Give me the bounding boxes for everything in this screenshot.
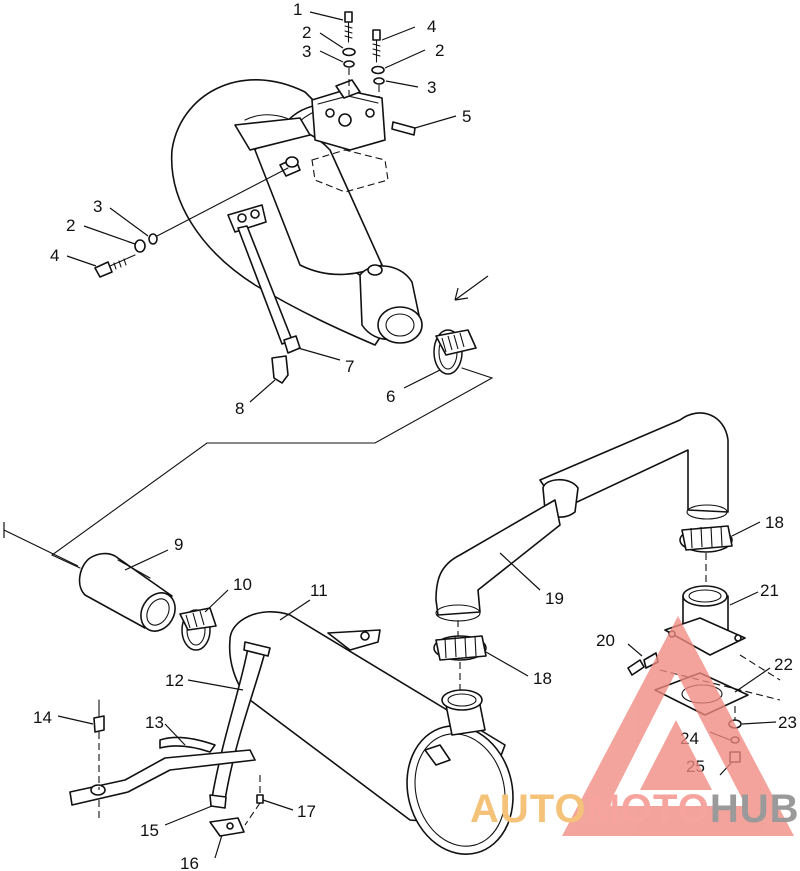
callout-13: 13 bbox=[145, 713, 164, 732]
clamp-18-upper bbox=[679, 525, 733, 553]
watermark-inner-triangle-icon bbox=[640, 720, 712, 790]
bracket-13 bbox=[69, 736, 256, 806]
callout-4: 4 bbox=[50, 246, 59, 265]
clip-16 bbox=[209, 817, 245, 837]
callout-12: 12 bbox=[165, 671, 184, 690]
callout-16: 16 bbox=[180, 854, 199, 871]
callout-1: 1 bbox=[293, 0, 302, 19]
screw-17 bbox=[256, 794, 264, 804]
callout-22: 22 bbox=[774, 655, 793, 674]
washer-2b bbox=[371, 65, 385, 75]
clamp-18-lower bbox=[433, 635, 487, 661]
callout-7: 7 bbox=[345, 357, 354, 376]
leader-lines bbox=[57, 11, 777, 859]
callout-3: 3 bbox=[427, 78, 436, 97]
tailpipe-19 bbox=[435, 412, 729, 622]
callout-9: 9 bbox=[174, 535, 183, 554]
callout-2: 2 bbox=[66, 216, 75, 235]
manifold-flange bbox=[311, 79, 386, 151]
stud-5 bbox=[391, 121, 416, 136]
callout-18: 18 bbox=[765, 513, 784, 532]
pointer-line bbox=[3, 529, 79, 567]
callout-21: 21 bbox=[760, 581, 779, 600]
callout-2: 2 bbox=[435, 41, 444, 60]
washer-2c bbox=[134, 239, 146, 253]
grommet-8 bbox=[271, 355, 289, 384]
callout-20: 20 bbox=[596, 631, 615, 650]
callout-6: 6 bbox=[386, 387, 395, 406]
lockwasher-3b bbox=[373, 77, 385, 85]
callout-4: 4 bbox=[427, 17, 436, 36]
muffler-11 bbox=[228, 611, 514, 856]
lockwasher-3c bbox=[148, 233, 158, 245]
lockwasher-3a bbox=[343, 60, 355, 68]
callout-2: 2 bbox=[302, 23, 311, 42]
direction-arrow bbox=[454, 275, 489, 301]
callout-19: 19 bbox=[545, 589, 564, 608]
watermark-hub: HUB bbox=[710, 787, 800, 831]
watermark-logo bbox=[562, 616, 794, 836]
watermark-auto: AUTO bbox=[470, 787, 587, 831]
callout-11: 11 bbox=[310, 581, 328, 600]
bolt-1 bbox=[344, 11, 353, 43]
watermark-triangle-icon bbox=[562, 616, 794, 836]
pipe-clamp-6 bbox=[433, 329, 477, 375]
callout-23: 23 bbox=[778, 713, 797, 732]
watermark-moto: MOTO bbox=[587, 787, 710, 831]
bolt-4b bbox=[94, 254, 136, 278]
nut-7 bbox=[283, 335, 301, 354]
callout-3: 3 bbox=[302, 42, 311, 61]
callout-numbers: 1 2 3 4 2 3 5 3 2 4 7 6 8 9 10 11 12 13 … bbox=[33, 0, 797, 871]
callout-14: 14 bbox=[33, 708, 52, 727]
callout-5: 5 bbox=[462, 107, 471, 126]
support-bracket bbox=[227, 204, 293, 345]
clamp-10 bbox=[179, 607, 217, 651]
fastener-14 bbox=[93, 699, 105, 733]
callout-17: 17 bbox=[297, 802, 316, 821]
callout-8: 8 bbox=[235, 399, 244, 418]
callout-15: 15 bbox=[140, 821, 159, 840]
assembly-path-line bbox=[50, 367, 494, 569]
callout-18: 18 bbox=[533, 669, 552, 688]
exhaust-pipe-assembly bbox=[170, 79, 423, 346]
callout-10: 10 bbox=[233, 575, 252, 594]
watermark-text: AUTOMOTOHUB bbox=[470, 787, 800, 831]
bolt-4a bbox=[372, 29, 381, 63]
washer-2a bbox=[342, 47, 356, 57]
coupler-9 bbox=[78, 552, 176, 632]
manifold-gasket bbox=[311, 149, 389, 193]
callout-3: 3 bbox=[93, 197, 102, 216]
